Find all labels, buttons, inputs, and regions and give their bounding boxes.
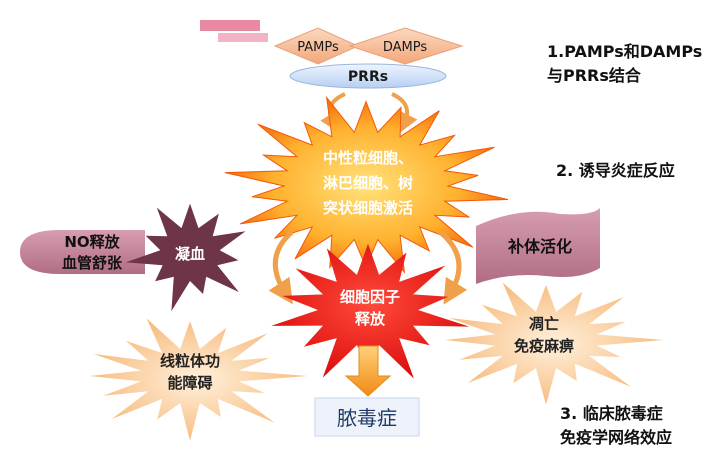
step-2-label: 2. 诱导炎症反应 — [556, 161, 675, 180]
sepsis-box — [314, 397, 420, 437]
damps-label: DAMPs — [383, 40, 428, 55]
step-3-line-1: 3. 临床脓毒症 — [560, 404, 663, 423]
prrs-ellipse — [289, 63, 447, 89]
activation-line-1: 中性粒细胞、 — [323, 149, 413, 167]
no-release-line-2: 血管舒张 — [62, 254, 123, 272]
cytokine-line-1: 细胞因子 — [340, 288, 400, 306]
mitochondria-burst — [89, 318, 308, 441]
step-1-line-1: 1.PAMPs和DAMPs — [547, 42, 703, 61]
apoptosis-line-1: 凋亡 — [529, 315, 559, 333]
activation-line-2: 淋巴细胞、树 — [323, 174, 413, 192]
no-release-line-1: NO释放 — [64, 233, 120, 251]
coagulation-star — [125, 203, 246, 312]
curved-arrow-burst-left — [268, 230, 294, 305]
complement-label: 补体活化 — [507, 237, 572, 256]
damps-diamond — [348, 27, 464, 65]
sepsis-label: 脓毒症 — [337, 406, 397, 430]
coagulation-label: 凝血 — [175, 245, 205, 263]
down-arrow-to-sepsis — [344, 345, 392, 397]
mitochondria-line-1: 线粒体功 — [160, 352, 220, 370]
step-3-label: 3. 临床脓毒症 免疫学网络效应 — [560, 402, 672, 450]
prrs-label: PRRs — [348, 69, 388, 85]
cytokine-star — [271, 243, 470, 379]
curved-arrow-prrs-right — [391, 92, 418, 133]
pamps-label: PAMPs — [297, 40, 339, 55]
mitochondria-line-2: 能障碍 — [167, 374, 212, 392]
curved-arrow-burst-right — [438, 230, 468, 305]
apoptosis-line-2: 免疫麻痹 — [514, 337, 574, 355]
step-1-label: 1.PAMPs和DAMPs 与PRRs结合 — [547, 40, 702, 88]
no-release-box — [20, 230, 145, 274]
decor-bar-2 — [218, 33, 268, 42]
decor-bar-1 — [200, 20, 260, 31]
apoptosis-burst — [445, 282, 664, 405]
complement-box — [476, 208, 600, 284]
step-3-line-2: 免疫学网络效应 — [560, 428, 673, 447]
cytokine-line-2: 释放 — [355, 310, 386, 328]
step-1-line-2: 与PRRs结合 — [547, 66, 641, 85]
activation-line-3: 突状细胞激活 — [323, 199, 413, 217]
